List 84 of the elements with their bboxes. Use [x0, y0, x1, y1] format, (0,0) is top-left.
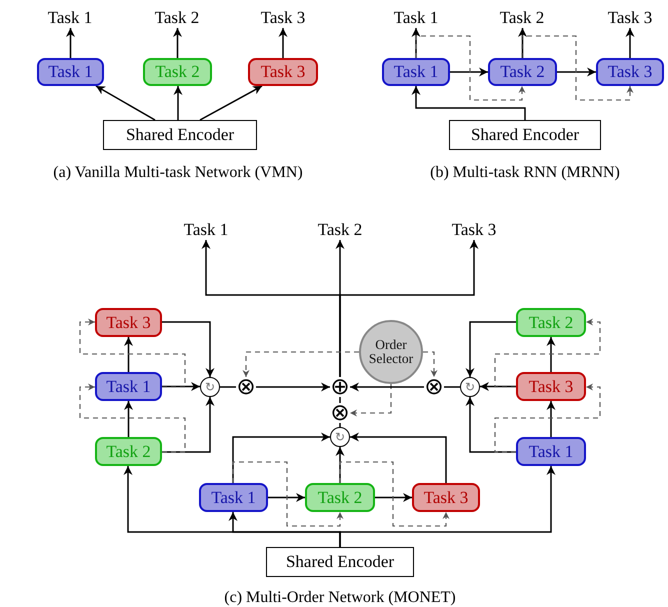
caption: (a) Vanilla Multi-task Network (VMN): [53, 164, 303, 182]
output-label: Task 3: [449, 220, 499, 240]
connector-line: [444, 386, 460, 388]
arrow: [162, 397, 214, 453]
output-label: Task 3: [258, 8, 308, 28]
dashed-arrow: [79, 318, 186, 388]
encoder-box: Shared Encoder: [266, 547, 414, 577]
task-box: Task 2: [305, 483, 375, 512]
dashed-arrow: [423, 351, 438, 377]
dashed-arrow: [339, 461, 450, 527]
arrow: [174, 86, 182, 120]
arrow: [162, 382, 200, 391]
multiply-symbol: ⊗: [424, 377, 444, 397]
connector-line: [220, 386, 236, 388]
task-box: Task 1: [382, 58, 450, 86]
encoder-box: Shared Encoder: [449, 120, 601, 150]
arrow: [412, 28, 420, 58]
task-box: Task 2: [143, 58, 212, 86]
arrow: [339, 466, 556, 547]
caption: (b) Multi-task RNN (MRNN): [430, 164, 620, 182]
arrow: [350, 432, 447, 483]
task-box: Task 3: [596, 58, 664, 86]
sum-symbol: ⊕: [330, 377, 350, 397]
output-label: Task 2: [315, 220, 365, 240]
task-box: Task 1: [199, 483, 268, 512]
arrow: [626, 28, 634, 58]
arrow: [96, 85, 156, 121]
multiply-symbol: ⊗: [330, 403, 350, 423]
arrow: [124, 337, 133, 372]
order-selector-circle: Order Selector: [359, 320, 423, 384]
arrow: [412, 86, 526, 120]
connector-line: [339, 423, 341, 427]
task-box: Task 3: [95, 308, 162, 337]
arrow: [200, 85, 262, 121]
output-label: Task 1: [181, 220, 231, 240]
arrow: [124, 401, 133, 437]
arrow: [375, 493, 412, 502]
dashed-arrow: [415, 35, 526, 101]
arrow: [466, 321, 516, 377]
output-label: Task 1: [391, 8, 441, 28]
task-box: Task 3: [412, 483, 480, 512]
arrow: [518, 28, 527, 58]
caption: (c) Multi-Order Network (MONET): [224, 589, 456, 607]
output-label: Task 3: [605, 8, 655, 28]
connector-line: [339, 397, 341, 403]
output-label: Task 2: [497, 8, 547, 28]
task-box: Task 1: [37, 58, 104, 86]
task-box: Task 3: [516, 372, 586, 401]
recurrence-symbol: ↻: [200, 377, 220, 397]
arrow: [232, 432, 330, 483]
dashed-arrow: [494, 318, 601, 388]
task-box: Task 2: [488, 58, 557, 86]
dashed-arrow: [242, 351, 359, 377]
arrow: [339, 240, 478, 377]
recurrence-symbol: ↻: [460, 377, 480, 397]
dashed-arrow: [521, 35, 634, 101]
dashed-arrow: [494, 384, 601, 453]
arrow: [278, 28, 288, 58]
output-label: Task 1: [45, 8, 95, 28]
task-box: Task 3: [248, 58, 318, 86]
dashed-arrow: [350, 384, 392, 416]
task-box: Task 2: [516, 308, 586, 337]
dashed-arrow: [79, 384, 186, 453]
arrow: [162, 321, 214, 377]
dashed-arrow: [232, 461, 344, 527]
output-label: Task 2: [152, 8, 202, 28]
arrow: [256, 382, 330, 392]
encoder-box: Shared Encoder: [103, 120, 257, 150]
arrow: [546, 401, 556, 437]
task-box: Task 1: [95, 372, 162, 401]
arrow: [268, 493, 305, 502]
arrow: [557, 68, 596, 76]
arrow: [480, 382, 516, 391]
arrow: [546, 337, 556, 372]
arrow: [466, 397, 516, 453]
multiply-symbol: ⊗: [236, 377, 256, 397]
arrow: [450, 68, 488, 76]
task-box: Task 2: [95, 437, 162, 466]
arrow: [66, 28, 75, 58]
arrow: [173, 28, 182, 58]
arrow: [336, 447, 344, 483]
task-box: Task 1: [516, 437, 586, 466]
recurrence-symbol: ↻: [330, 427, 350, 447]
arrow: [350, 382, 424, 392]
